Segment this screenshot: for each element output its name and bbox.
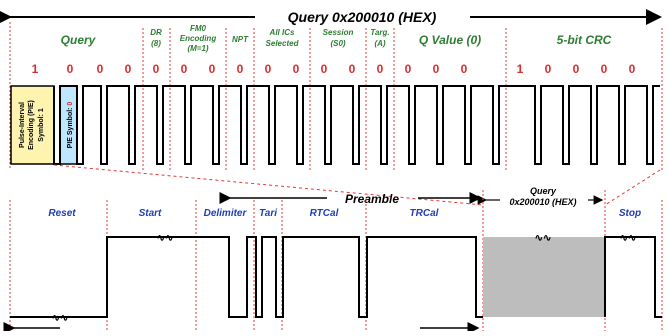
field-session-label: Session	[323, 28, 354, 37]
bit-value: 0	[433, 62, 440, 76]
bit-value: 0	[321, 62, 328, 76]
bit-value: 0	[265, 62, 272, 76]
field-dr-label: DR	[150, 28, 162, 37]
field-session-sub: (S0)	[330, 39, 345, 48]
field-dr-sub: (8)	[151, 39, 161, 48]
field-fm0-sub: Encoding	[180, 34, 217, 43]
section-tari-label: Tari	[259, 208, 277, 219]
zoom-lines	[53, 164, 661, 206]
bit-value: 1	[32, 62, 39, 76]
bit-value: 0	[293, 62, 300, 76]
field-allics-label: All ICs	[269, 28, 295, 37]
bit-value: 0	[461, 62, 468, 76]
section-start-label: Start	[139, 208, 162, 219]
field-labels: Query DR (8) FM0 Encoding (M=1) NPT All …	[61, 24, 612, 53]
bit-value: 0	[153, 62, 160, 76]
field-fm0-sub2: (M=1)	[187, 44, 208, 53]
section-rtcal-label: RTCal	[310, 208, 339, 219]
stop-waveform	[604, 236, 662, 318]
bit-value: 0	[405, 62, 412, 76]
query-bits-waveform	[53, 85, 660, 165]
field-separators	[9, 22, 663, 170]
field-fm0-label: FM0	[190, 24, 207, 33]
field-npt-label: NPT	[232, 35, 249, 44]
pie-box-1-line2: Encoding (PIE)	[28, 100, 35, 150]
section-stop-label: Stop	[619, 208, 641, 219]
pie-box-0-prefix: PIE Symbol:	[67, 106, 74, 149]
break-icon-reset: ∿∿	[52, 313, 69, 324]
query-section-label-line2: 0x200010 (HEX)	[509, 197, 576, 207]
break-icon-start: ∿∿	[157, 233, 174, 244]
bit-value: 0	[629, 62, 636, 76]
pie-box-1-line3: Symbol: 1	[38, 108, 45, 142]
break-icon-stop: ∿∿	[620, 233, 637, 244]
bit-value: 0	[237, 62, 244, 76]
bit-value: 0	[125, 62, 132, 76]
query-shaded-region	[483, 237, 605, 317]
pie-symbol-1-box	[10, 85, 55, 165]
bit-value: 0	[349, 62, 356, 76]
bit-value: 0	[97, 62, 104, 76]
diagram-title: Query 0x200010 (HEX)	[288, 9, 437, 25]
field-targ-sub: (A)	[374, 39, 385, 48]
field-allics-sub: Selected	[266, 39, 300, 48]
field-crc-label: 5-bit CRC	[557, 33, 612, 47]
pie-box-0-value: 0	[67, 102, 74, 106]
preamble-label: Preamble	[345, 192, 399, 206]
bit-value: 1	[517, 62, 524, 76]
bit-value: 0	[67, 62, 74, 76]
section-delimiter-label: Delimiter	[204, 208, 248, 219]
bit-value: 0	[209, 62, 216, 76]
bit-value: 0	[545, 62, 552, 76]
field-qvalue-label: Q Value (0)	[419, 33, 481, 47]
section-reset-label: Reset	[48, 208, 76, 219]
bit-value: 0	[181, 62, 188, 76]
bit-value: 0	[377, 62, 384, 76]
break-icon-query: ∿∿	[535, 233, 552, 244]
bit-value: 0	[573, 62, 580, 76]
pie-box-0-text: PIE Symbol: 0	[67, 102, 74, 149]
field-query-label: Query	[61, 33, 97, 47]
bit-value: 0	[601, 62, 608, 76]
preamble-waveform	[10, 236, 483, 318]
query-section-label-line1: Query	[530, 186, 557, 196]
section-trcal-label: TRCal	[410, 208, 439, 219]
field-targ-label: Targ.	[370, 28, 389, 37]
bit-values: 1 0 0 0 0 0 0 0 0 0 0 0 0 0 0 0 1 0 0 0 0	[32, 62, 636, 76]
pie-box-1-line1: Pulse-Interval	[19, 102, 26, 148]
